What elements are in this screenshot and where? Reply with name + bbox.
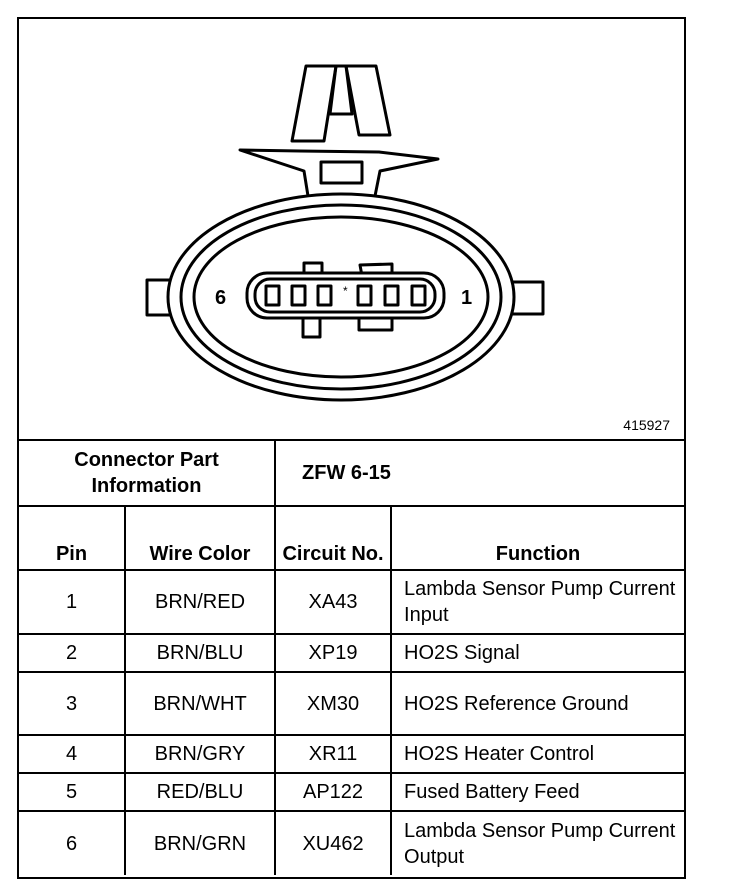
pin-2-terminal bbox=[383, 284, 400, 307]
table-row: 3 BRN/WHT XM30 HO2S Reference Ground bbox=[19, 671, 685, 736]
info-row: Connector Part Information ZFW 6-15 bbox=[19, 439, 685, 507]
connector-info-label: Connector Part Information bbox=[19, 439, 277, 507]
table-row: 6 BRN/GRN XU462 Lambda Sensor Pump Curre… bbox=[19, 810, 685, 875]
wire-color-cell: BRN/GRN bbox=[123, 810, 277, 875]
pin-cell: 5 bbox=[19, 772, 126, 812]
circuit-cell: XM30 bbox=[274, 671, 393, 736]
center-mark: * bbox=[343, 284, 348, 298]
circuit-cell: AP122 bbox=[274, 772, 393, 812]
circuit-cell: XR11 bbox=[274, 734, 393, 774]
wire-color-cell: BRN/GRY bbox=[123, 734, 277, 774]
header-circuit: Circuit No. bbox=[274, 505, 393, 571]
pin-3-terminal bbox=[356, 284, 373, 307]
pin-cell: 2 bbox=[19, 633, 126, 673]
pin-4-terminal bbox=[316, 284, 333, 307]
latch-tab-left bbox=[290, 64, 338, 143]
pin-cavity-outer bbox=[245, 271, 446, 320]
pin-1-terminal bbox=[410, 284, 427, 307]
wire-color-cell: BRN/RED bbox=[123, 569, 277, 635]
header-pin: Pin bbox=[19, 505, 126, 571]
function-cell: HO2S Signal bbox=[390, 633, 685, 673]
diagram-frame: * 6 1 415927 Connector Part Information … bbox=[17, 17, 686, 879]
function-cell: HO2S Heater Control bbox=[390, 734, 685, 774]
latch-stem bbox=[328, 64, 354, 116]
header-wire-color: Wire Color bbox=[123, 505, 277, 571]
pin-cell: 4 bbox=[19, 734, 126, 774]
connector-info-value: ZFW 6-15 bbox=[274, 439, 685, 507]
circuit-cell: XA43 bbox=[274, 569, 393, 635]
pin-1-label: 1 bbox=[461, 287, 472, 309]
wire-color-cell: RED/BLU bbox=[123, 772, 277, 812]
pin-cell: 1 bbox=[19, 569, 126, 635]
function-cell: Fused Battery Feed bbox=[390, 772, 685, 812]
housing-inner bbox=[192, 215, 490, 379]
housing-mid bbox=[179, 203, 503, 391]
pin-cell: 3 bbox=[19, 671, 126, 736]
pin-cell: 6 bbox=[19, 810, 126, 875]
function-cell: Lambda Sensor Pump Current Output bbox=[390, 810, 685, 875]
circuit-cell: XP19 bbox=[274, 633, 393, 673]
pin-6-terminal bbox=[264, 284, 281, 307]
latch-body bbox=[238, 148, 440, 198]
latch-window bbox=[319, 160, 364, 185]
figure-id: 415927 bbox=[623, 417, 670, 433]
table-row: 4 BRN/GRY XR11 HO2S Heater Control bbox=[19, 734, 685, 774]
function-cell: Lambda Sensor Pump Current Input bbox=[390, 569, 685, 635]
function-cell: HO2S Reference Ground bbox=[390, 671, 685, 736]
connector-drawing: * 6 1 bbox=[145, 64, 545, 402]
wire-color-cell: BRN/WHT bbox=[123, 671, 277, 736]
header-function: Function bbox=[390, 505, 685, 571]
pin-5-terminal bbox=[290, 284, 307, 307]
pin-table: Connector Part Information ZFW 6-15 Pin … bbox=[19, 439, 685, 875]
pin-cavity-inner bbox=[253, 277, 437, 314]
circuit-cell: XU462 bbox=[274, 810, 393, 875]
header-row: Pin Wire Color Circuit No. Function bbox=[19, 505, 685, 571]
table-row: 2 BRN/BLU XP19 HO2S Signal bbox=[19, 633, 685, 673]
wire-color-cell: BRN/BLU bbox=[123, 633, 277, 673]
latch-tab-right bbox=[344, 64, 392, 137]
pin-6-label: 6 bbox=[215, 287, 226, 309]
table-row: 5 RED/BLU AP122 Fused Battery Feed bbox=[19, 772, 685, 812]
table-row: 1 BRN/RED XA43 Lambda Sensor Pump Curren… bbox=[19, 569, 685, 635]
